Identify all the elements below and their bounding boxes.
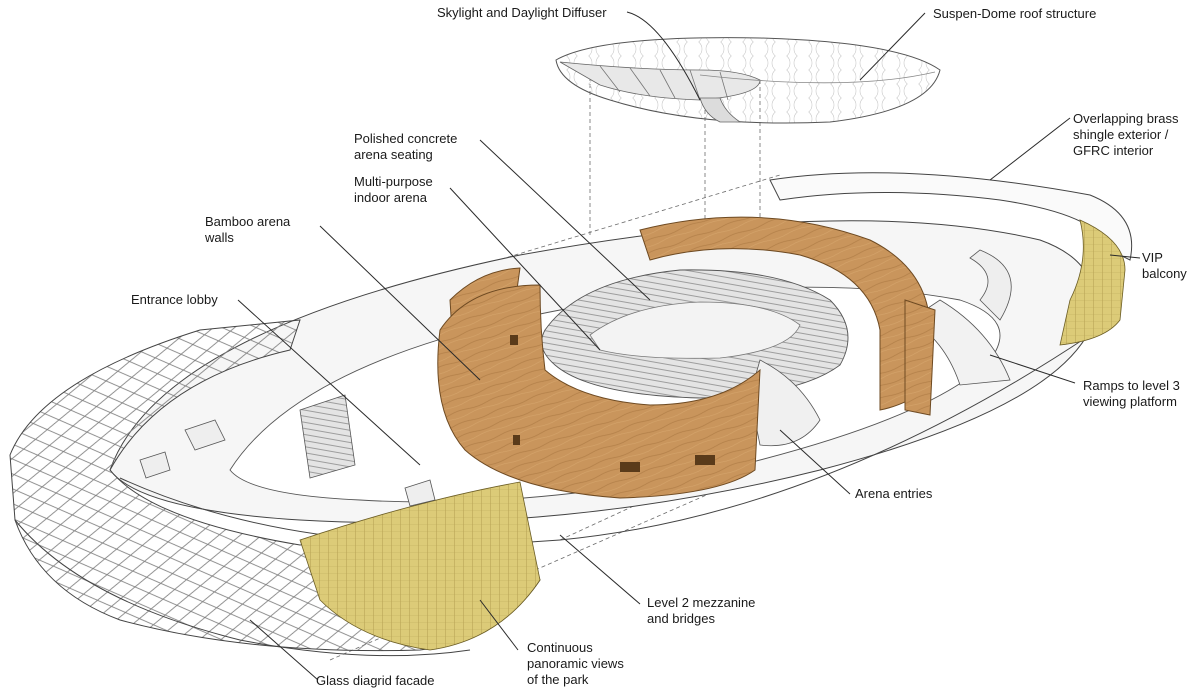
label-skylight: Skylight and Daylight Diffuser [437, 5, 607, 21]
label-panoramic-line-1: Continuous [527, 640, 593, 655]
label-seating-line-1: Polished concrete [354, 131, 458, 146]
suspen-dome-roof [555, 37, 941, 124]
label-vip: VIP balcony [1142, 250, 1187, 282]
label-ramps-line-1: Ramps to level 3 [1083, 378, 1180, 393]
label-seating-line-2: arena seating [354, 147, 433, 162]
label-shingle-line-3: GFRC interior [1073, 143, 1154, 158]
label-vip-line-2: balcony [1142, 266, 1187, 281]
label-panoramic-line-2: panoramic views [527, 656, 624, 671]
label-panoramic-line-3: of the park [527, 672, 589, 687]
label-bamboo: Bamboo arena walls [205, 214, 290, 246]
label-lobby-line-1: Entrance lobby [131, 292, 218, 307]
label-arena-line-2: indoor arena [354, 190, 427, 205]
arena-seating [541, 269, 849, 447]
label-panoramic: Continuous panoramic views of the park [527, 640, 624, 688]
lobby-elements [139, 394, 436, 507]
label-roof: Suspen-Dome roof structure [933, 6, 1096, 22]
label-entries: Arena entries [855, 486, 932, 502]
label-bamboo-line-1: Bamboo arena [205, 214, 291, 229]
label-shingle-line-1: Overlapping brass [1073, 111, 1179, 126]
label-arena-line-1: Multi-purpose [354, 174, 433, 189]
label-ramps-line-2: viewing platform [1083, 394, 1177, 409]
label-skylight-line-1: Skylight and Daylight Diffuser [437, 5, 607, 20]
back-shell [769, 172, 1133, 386]
label-roof-line-1: Suspen-Dome roof structure [933, 6, 1097, 21]
label-ramps: Ramps to level 3 viewing platform [1083, 378, 1180, 410]
glass-diagrid-facade [9, 319, 541, 657]
label-arena: Multi-purpose indoor arena [354, 174, 433, 206]
label-shingle: Overlapping brass shingle exterior / GFR… [1073, 111, 1179, 159]
label-entries-line-1: Arena entries [855, 486, 933, 501]
leader-lines [237, 11, 1141, 681]
label-seating: Polished concrete arena seating [354, 131, 457, 163]
label-bamboo-line-2: walls [205, 230, 234, 245]
label-mezzanine-line-1: Level 2 mezzanine [647, 595, 756, 610]
label-lobby: Entrance lobby [131, 292, 218, 308]
label-shingle-line-2: shingle exterior / [1073, 127, 1169, 142]
label-mezzanine-line-2: and bridges [647, 611, 715, 626]
label-glass: Glass diagrid facade [316, 673, 435, 689]
label-mezzanine: Level 2 mezzanine and bridges [647, 595, 755, 627]
label-glass-line-1: Glass diagrid facade [316, 673, 435, 688]
label-vip-line-1: VIP [1142, 250, 1163, 265]
